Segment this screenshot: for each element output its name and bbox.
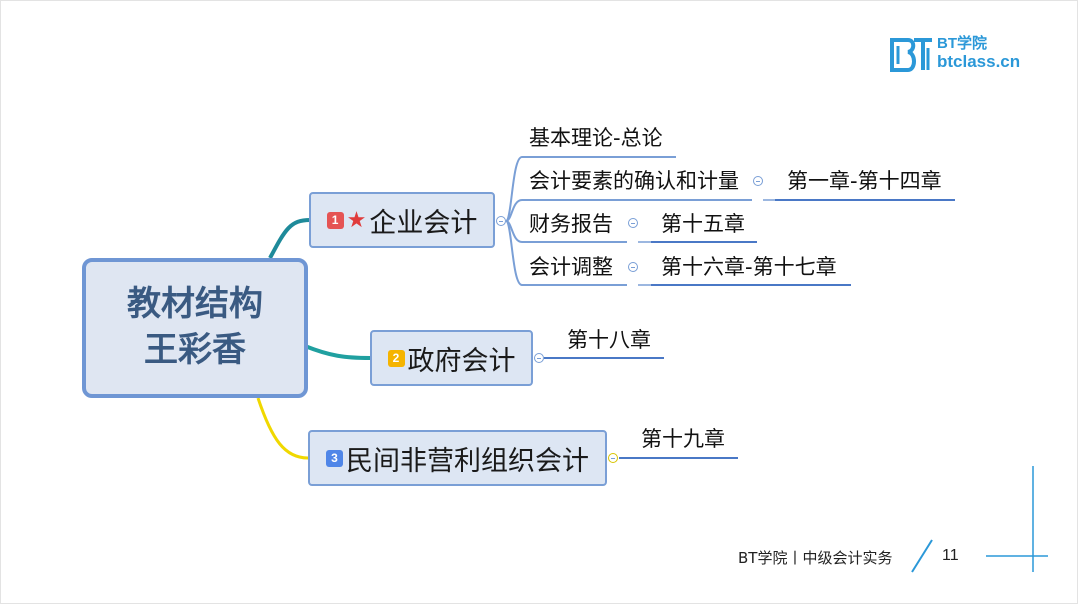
- priority-badge-2: 2: [387, 349, 405, 367]
- branch-nonprofit-accounting[interactable]: 3 民间非营利组织会计: [308, 430, 607, 486]
- root-title: 教材结构: [127, 284, 263, 325]
- child-elements-recognition[interactable]: 会计要素的确认和计量: [529, 169, 739, 193]
- brand-logo-text: BT学院 btclass.cn: [937, 35, 1021, 71]
- collapse-toggle-icon[interactable]: [753, 176, 763, 186]
- branch-enterprise-accounting[interactable]: 1 ★ 企业会计: [309, 192, 495, 248]
- branch-label: 企业会计: [369, 207, 478, 239]
- chapter-19[interactable]: 第十九章: [641, 427, 725, 451]
- child-basic-theory[interactable]: 基本理论-总论: [529, 126, 663, 150]
- branch-government-accounting[interactable]: 2 政府会计: [370, 330, 533, 386]
- child-accounting-adjustment[interactable]: 会计调整: [529, 255, 613, 279]
- connector-root-branch-3: [256, 397, 309, 460]
- star-icon: ★: [346, 207, 367, 233]
- root-subtitle: 王彩香: [144, 330, 246, 370]
- collapse-toggle-icon[interactable]: [534, 353, 544, 363]
- chapter-range-16-17[interactable]: 第十六章-第十七章: [661, 255, 837, 279]
- page-number: 11: [942, 547, 959, 564]
- collapse-toggle-icon[interactable]: [608, 453, 618, 463]
- btclass-logo-icon: [890, 38, 932, 72]
- connector-b1-c2: [505, 199, 752, 222]
- footer-slash: [911, 539, 933, 573]
- priority-badge-1: 1: [326, 211, 344, 229]
- priority-badge-3: 3: [326, 449, 343, 467]
- connector-root-branch-1: [268, 218, 311, 259]
- chapter-range-1-14[interactable]: 第一章-第十四章: [787, 169, 942, 193]
- mindmap-root-node[interactable]: 教材结构 王彩香: [82, 258, 308, 398]
- branch-label: 民间非营利组织会计: [346, 445, 589, 477]
- footer-course-title: BT学院丨中级会计实务: [738, 549, 893, 567]
- connector-b1-c4: [505, 220, 627, 286]
- connector-root-branch-2: [304, 344, 371, 360]
- brand-name: BT学院: [937, 35, 987, 52]
- chapter-15[interactable]: 第十五章: [661, 212, 745, 236]
- brand-site: btclass.cn: [937, 51, 1021, 71]
- collapse-toggle-icon[interactable]: [496, 216, 506, 226]
- branch-label: 政府会计: [407, 345, 516, 377]
- child-financial-report[interactable]: 财务报告: [529, 212, 613, 236]
- chapter-18[interactable]: 第十八章: [567, 328, 651, 352]
- collapse-toggle-icon[interactable]: [628, 262, 638, 272]
- collapse-toggle-icon[interactable]: [628, 218, 638, 228]
